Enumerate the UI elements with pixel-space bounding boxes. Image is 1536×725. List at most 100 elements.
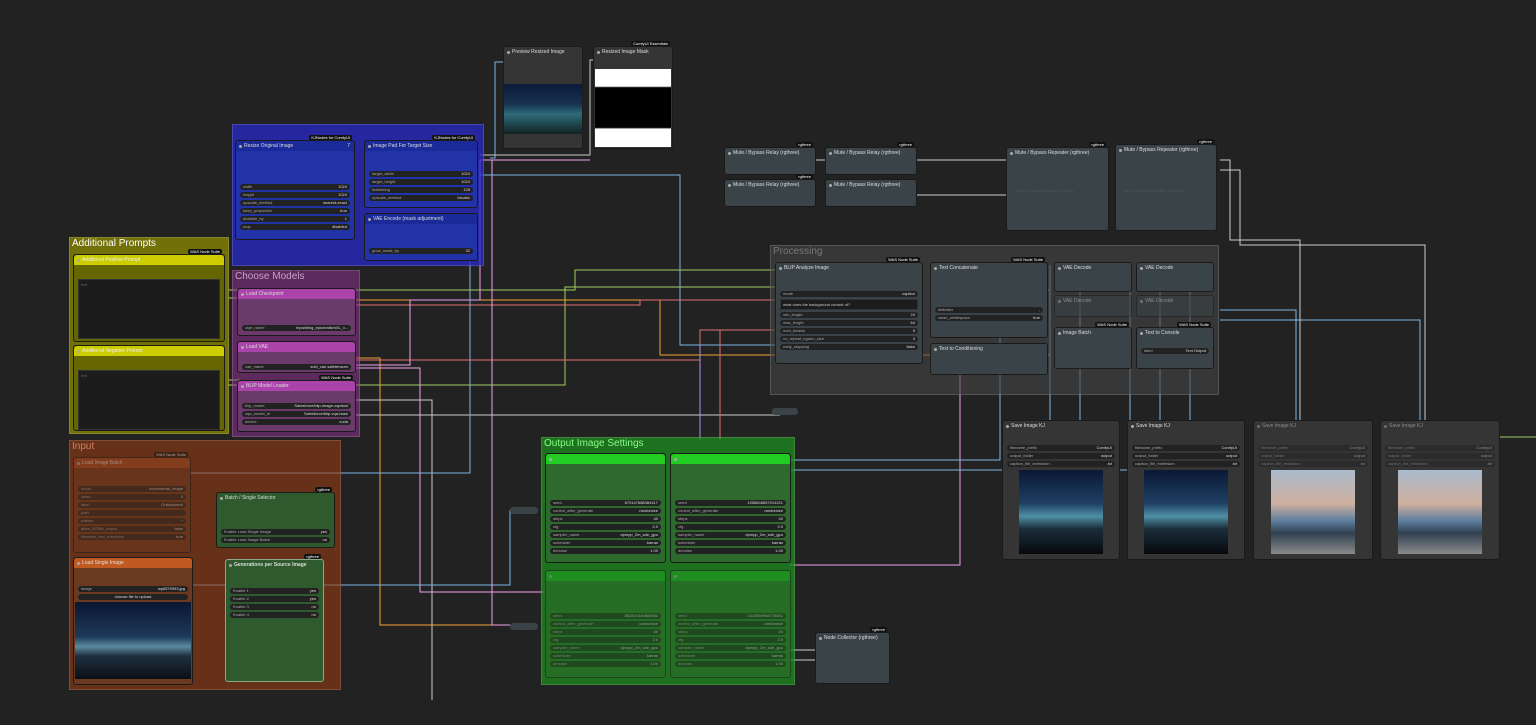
text-concatenate-node[interactable]: WAS Node Suite Text Concatenate delimite… — [930, 257, 1048, 338]
upload-button[interactable]: choose file to upload — [78, 594, 188, 600]
mute-relay-4-node[interactable]: Mute / Bypass Relay (rgthree) — [825, 179, 917, 207]
image-pad-node[interactable]: KJNodes for ComfyUI Image Pad For Target… — [364, 135, 478, 208]
negative-prompt-node[interactable]: Additional Negative Prompt text — [73, 345, 225, 431]
reroute-node[interactable] — [510, 507, 538, 514]
mute-relay-3-node[interactable]: rgthree Mute / Bypass Relay (rgthree) — [724, 174, 816, 207]
node-collector-node[interactable]: rgthree Node Collector (rgthree) — [815, 627, 890, 684]
positive-prompt-textarea[interactable]: text — [78, 279, 220, 339]
vae-encode-node[interactable]: VAE Encode (mask adjustment) grow_mask_b… — [364, 213, 478, 261]
widget-caption-ext[interactable]: caption_file_extension.txt — [1385, 461, 1495, 467]
resize-original-image-node[interactable]: KJNodes for ComfyUI Resize Original Imag… — [235, 135, 355, 240]
question-textarea[interactable]: what does the background consist of? — [780, 299, 918, 310]
widget-caption-ext[interactable]: caption_file_extension.txt — [1258, 461, 1368, 467]
negative-prompt-textarea[interactable]: text — [78, 370, 220, 430]
widget-path[interactable]: path — [78, 510, 186, 516]
vae-decode-4-node[interactable]: VAE Decode — [1136, 295, 1214, 317]
vae-decode-3-node[interactable]: VAE Decode — [1054, 295, 1132, 317]
widget-caption-ext[interactable]: caption_file_extension.txt — [1007, 461, 1115, 467]
preview-resized-image-node[interactable]: Preview Resized Image — [503, 46, 583, 149]
mute-repeater-2-node[interactable]: rgthree Mute / Bypass Repeater (rgthree)… — [1115, 139, 1217, 231]
blip-model-loader-node[interactable]: WAS Node Suite BLIP Model Loader blip_mo… — [237, 375, 356, 432]
image-batch-node[interactable]: WAS Node Suite Image Batch — [1054, 322, 1132, 369]
reroute-node[interactable] — [510, 623, 538, 630]
widget-pattern[interactable]: pattern* — [78, 518, 186, 524]
mute-relay-2-node[interactable]: rgthree Mute / Bypass Relay (rgthree) — [825, 142, 917, 175]
generations-per-source-node[interactable]: rgthree Generations per Source Image Ena… — [225, 554, 324, 682]
resized-image-mask-node[interactable]: ComfyUI Essentials Resized Image Mask — [593, 41, 673, 149]
mute-repeater-1-node[interactable]: rgthree Mute / Bypass Repeater (rgthree)… — [1006, 142, 1109, 231]
